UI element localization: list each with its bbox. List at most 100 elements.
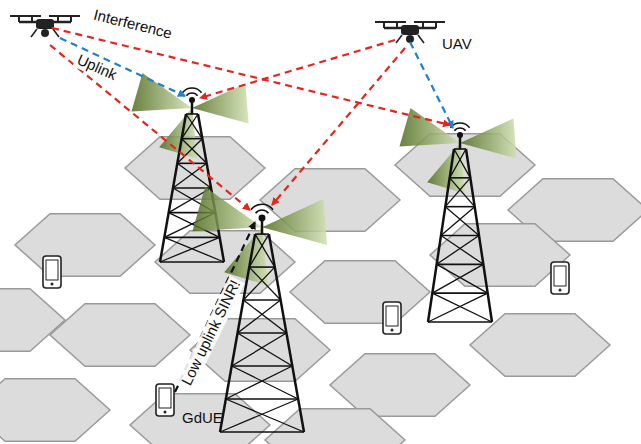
phone-screen <box>46 260 58 280</box>
interference-label: Interference <box>90 6 176 42</box>
uav-camera <box>41 29 49 37</box>
tower-brace <box>450 178 475 207</box>
hex-cell <box>0 289 65 351</box>
signal-arc <box>186 93 197 96</box>
phone-screen <box>554 266 566 286</box>
antenna-tip <box>457 132 463 138</box>
tower-brace <box>428 293 488 322</box>
phone-button <box>164 411 167 414</box>
tower-brace <box>437 264 488 293</box>
tower-brace <box>454 149 470 178</box>
phone-button <box>391 329 394 332</box>
uplink-arrow <box>410 42 453 128</box>
uav-body <box>401 25 419 35</box>
phone-button <box>51 283 54 286</box>
cell-grid <box>0 134 641 444</box>
signal-arc <box>450 123 469 128</box>
phone-icon <box>43 256 61 288</box>
tower-bar <box>428 321 492 323</box>
antenna-tip <box>189 97 195 103</box>
tower-brace <box>238 300 281 333</box>
tower-brace <box>160 237 220 262</box>
gdue-label: GdUE <box>180 410 225 427</box>
tower-brace <box>243 267 274 300</box>
uav-icon <box>375 22 445 43</box>
tower-bar <box>160 261 224 263</box>
tower-brace <box>249 267 280 300</box>
tower-bar <box>450 177 471 179</box>
uav-mast <box>70 17 72 22</box>
interference-arrow <box>200 40 395 98</box>
gdue-uplink-arrow <box>175 222 255 392</box>
tower-brace <box>432 293 492 322</box>
hex-cell <box>330 354 470 416</box>
tower-bar <box>432 292 487 294</box>
tower-brace <box>441 236 483 265</box>
phone-icon <box>383 302 401 334</box>
antenna-tip <box>259 215 266 222</box>
signal-arc <box>256 210 269 213</box>
uav-mast <box>396 23 398 28</box>
base-station <box>131 73 248 262</box>
phone-icon <box>551 262 569 294</box>
hex-cell <box>0 379 110 441</box>
signal-arc <box>454 128 465 131</box>
hex-cell <box>470 314 610 376</box>
tower-brace <box>164 237 224 262</box>
tower-bar <box>238 332 287 334</box>
tower-brace <box>445 207 479 236</box>
tower-bar <box>441 235 479 237</box>
uav-leg <box>31 29 37 37</box>
tower-brace <box>441 207 475 236</box>
uav-mast <box>435 23 437 28</box>
uav-mast <box>422 23 424 28</box>
links <box>50 28 453 392</box>
tower-brace <box>437 236 479 265</box>
uav-body <box>36 19 54 29</box>
tower-bar <box>249 266 275 268</box>
tower-bar <box>232 365 293 367</box>
uav-leg <box>418 35 424 43</box>
tower-bar <box>445 206 474 208</box>
uav-mast <box>383 23 385 28</box>
uav-camera <box>406 35 414 43</box>
antenna-sector <box>427 143 465 194</box>
tower-brace <box>177 163 211 188</box>
tower-bar <box>437 264 484 266</box>
interference-arrow <box>52 28 450 125</box>
tower-brace <box>182 114 198 139</box>
tower-brace <box>226 399 304 432</box>
uav-rotor <box>23 15 41 17</box>
antenna-sector <box>460 119 517 159</box>
phone-screen <box>159 388 171 408</box>
tower-brace <box>445 178 470 207</box>
phone-screen <box>386 306 398 326</box>
tower-brace <box>226 366 292 399</box>
uav-rotor <box>62 15 80 17</box>
uav-rotor <box>388 21 406 23</box>
towers <box>131 73 516 432</box>
uav-mast <box>31 17 33 22</box>
tower-brace <box>432 264 483 293</box>
tower-brace <box>232 366 298 399</box>
uav-icon <box>10 16 80 37</box>
hex-cell <box>125 137 265 199</box>
tower-brace <box>173 163 207 188</box>
tower-brace <box>220 399 298 432</box>
tower-bar <box>226 398 298 400</box>
hex-cell <box>430 224 570 286</box>
uav-rotor <box>427 21 445 23</box>
signal-arc <box>182 88 201 93</box>
interference-arrow <box>272 48 405 205</box>
antenna-sector <box>192 84 249 124</box>
tower-bar <box>164 237 219 239</box>
tower-bar <box>220 431 304 433</box>
uav-mast <box>57 17 59 22</box>
tower-brace <box>249 234 269 267</box>
tower-bar <box>182 138 203 140</box>
tower-brace <box>450 149 466 178</box>
uav-label: UAV <box>440 36 474 53</box>
tower-brace <box>232 333 287 366</box>
phone-icon <box>156 384 174 416</box>
